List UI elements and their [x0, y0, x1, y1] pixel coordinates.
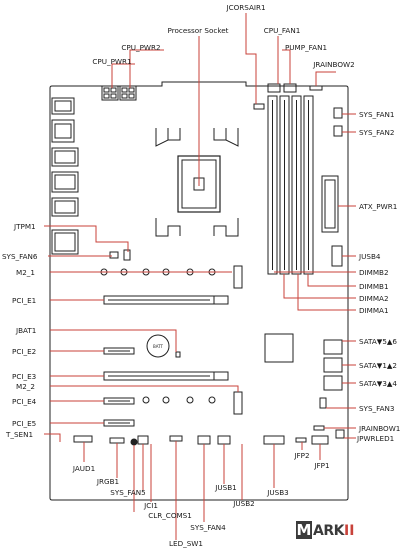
m2-slots [100, 265, 243, 415]
labels: JCORSAIR1 Processor Socket CPU_FAN1 CPU_… [2, 3, 400, 548]
label-jaud1: JAUD1 [72, 464, 95, 473]
label-jusb4: JUSB4 [358, 252, 381, 261]
label-dimma2: DIMMA2 [359, 294, 389, 303]
label-dimmb1: DIMMB1 [359, 282, 389, 291]
label-dimma1: DIMMA1 [359, 306, 389, 315]
label-jtpm1: JTPM1 [13, 222, 36, 231]
label-jcorsair1: JCORSAIR1 [225, 3, 265, 12]
label-cpu-pwr1: CPU_PWR1 [92, 57, 131, 66]
label-jci1: JCI1 [143, 501, 158, 510]
chipset [264, 333, 294, 363]
atx-power-connector [321, 175, 339, 233]
label-jusb3: JUSB3 [266, 488, 288, 497]
label-sata12: SATA▼1▲2 [359, 361, 397, 370]
leader-m2-2 [50, 385, 239, 392]
watermark-text: ARK [313, 523, 346, 539]
cpu-socket-area [155, 128, 239, 237]
leader-jrainbow2 [315, 71, 336, 86]
dimm-slots [267, 95, 314, 275]
rear-io [51, 97, 79, 255]
label-sata56: SATA▼5▲6 [359, 337, 397, 346]
label-sys-fan1: SYS_FAN1 [359, 110, 394, 119]
label-sys-fan5: SYS_FAN5 [110, 488, 145, 497]
label-jbat1: JBAT1 [15, 326, 36, 335]
leader-t-sen1 [44, 433, 61, 442]
watermark-suffix: II [344, 523, 354, 539]
label-m2-2: M2_2 [16, 382, 35, 391]
label-sys-fan4: SYS_FAN4 [190, 523, 226, 532]
board-outline [49, 81, 349, 501]
label-jrainbow2: JRAINBOW2 [312, 60, 354, 69]
label-m2-1: M2_1 [16, 268, 35, 277]
battery [146, 334, 170, 358]
cpu-power-connectors [101, 85, 137, 101]
jbat1-jumper [175, 351, 181, 358]
jusb4-header [331, 245, 343, 267]
label-led-sw1: LED_SW1 [169, 539, 203, 548]
jrainbow2-header [309, 85, 323, 91]
leader-dimma1 [297, 274, 356, 311]
label-cpu-fan1: CPU_FAN1 [264, 26, 301, 35]
label-jpwrled1: JPWRLED1 [356, 434, 394, 443]
label-clr-cmos1: CLR_COMS1 [148, 511, 192, 520]
label-sys-fan6: SYS_FAN6 [2, 252, 38, 261]
label-dimmb2: DIMMB2 [359, 268, 389, 277]
label-jfp1: JFP1 [313, 461, 329, 470]
atx-power-pins [324, 179, 336, 229]
pump-fan1-header [283, 83, 297, 93]
label-pci-e3: PCI_E3 [12, 372, 36, 381]
pcie-slots [103, 295, 229, 427]
label-pump-fan1: PUMP_FAN1 [285, 43, 327, 52]
label-sys-fan3: SYS_FAN3 [359, 404, 394, 413]
sata-ports [319, 339, 343, 409]
label-jrainbow1: JRAINBOW1 [358, 424, 400, 433]
leader-jtpm1 [44, 225, 129, 252]
label-t-sen1: T_SEN1 [5, 430, 33, 439]
label-jrgb1: JRGB1 [96, 477, 119, 486]
jcorsair1-header [253, 103, 265, 110]
label-sata34: SATA▼3▲4 [359, 379, 397, 388]
label-processor-socket: Processor Socket [168, 26, 229, 35]
label-jfp2: JFP2 [293, 451, 309, 460]
sys-fan2-header [333, 125, 343, 137]
label-pci-e1: PCI_E1 [12, 296, 36, 305]
label-pci-e5: PCI_E5 [12, 419, 36, 428]
leader-pump-fan1 [282, 49, 291, 84]
cpu-fan1-header [267, 83, 281, 93]
leader-jcorsair1 [245, 13, 257, 104]
leader-dimma2 [283, 274, 356, 299]
leader-jbat1 [50, 329, 177, 352]
label-pci-e2: PCI_E2 [12, 347, 36, 356]
label-batt: BATT [153, 344, 164, 349]
leader-lines [44, 13, 356, 540]
leader-dimmb1 [307, 274, 356, 287]
label-sys-fan2: SYS_FAN2 [359, 128, 394, 137]
label-pci-e4: PCI_E4 [12, 397, 37, 406]
sys-fan1-header [333, 107, 343, 119]
markii-watermark-logo: M ARK II [296, 521, 354, 539]
label-cpu-pwr2: CPU_PWR2 [121, 43, 160, 52]
leader-cpu-pwr1 [111, 63, 135, 88]
leader-cpu-pwr2 [129, 49, 164, 88]
label-jusb2: JUSB2 [232, 499, 254, 508]
label-jusb1: JUSB1 [214, 483, 236, 492]
label-atx-pwr1: ATX_PWR1 [359, 202, 397, 211]
watermark-m: M [297, 521, 312, 539]
